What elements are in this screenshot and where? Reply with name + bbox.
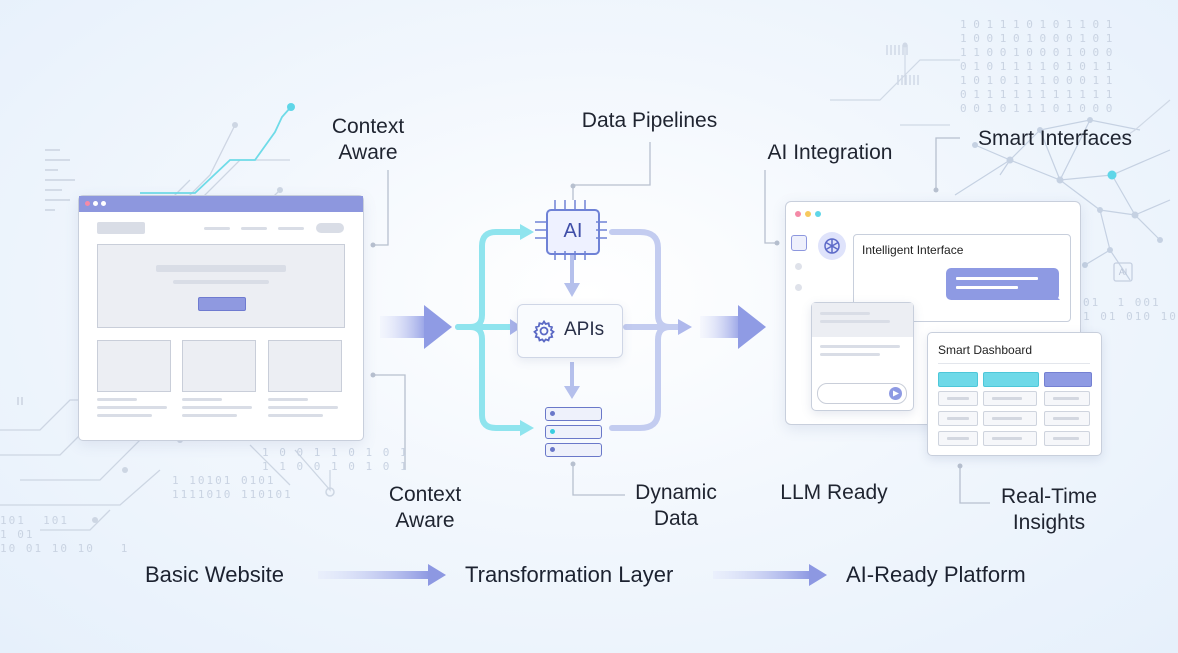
hero-subtitle-line — [173, 280, 269, 284]
close-dot-icon — [85, 201, 90, 206]
sidebar-active-icon — [791, 235, 807, 251]
text-line — [182, 414, 237, 417]
table-cell — [938, 431, 978, 446]
mini-chip-label: AI — [1118, 267, 1128, 277]
data-pipelines-label: Data Pipelines — [581, 109, 718, 132]
nav-link — [241, 227, 267, 230]
content-card — [182, 340, 256, 392]
text-line — [268, 398, 308, 401]
binary-top-right: 1 0 1 1 1 0 1 0 1 1 0 1 1 0 0 1 0 1 0 0 … — [960, 18, 1113, 115]
stage-basic-website: Basic Website — [145, 562, 284, 587]
table-cell — [938, 391, 978, 406]
text-line — [268, 414, 323, 417]
table-cell — [1044, 411, 1090, 426]
smart-dashboard-panel: Smart Dashboard — [927, 332, 1102, 456]
table-cell — [983, 411, 1037, 426]
ai-chip-icon: AI — [546, 209, 600, 255]
table-cell — [1044, 391, 1090, 406]
database-server-icon — [545, 443, 602, 457]
intelligent-interface-title: Intelligent Interface — [862, 243, 964, 257]
ai-assistant-avatar-icon — [818, 232, 846, 260]
minimize-dot-icon — [93, 201, 98, 206]
chip-pins-icon — [535, 200, 607, 260]
text-line — [182, 398, 222, 401]
llm-ready-label: LLM Ready — [780, 481, 888, 504]
binary-far-right: 01 1 001 1 01 010 10 — [1083, 296, 1178, 323]
content-card — [268, 340, 342, 392]
chat-panel — [811, 302, 914, 411]
text-line — [97, 398, 137, 401]
binary-left-edge: 101 101 1 01 10 01 10 10 1 — [0, 514, 130, 555]
hero-cta-button — [198, 297, 246, 311]
maximize-dot-icon — [815, 211, 821, 217]
apis-label: APIs — [564, 319, 605, 340]
gear-icon — [533, 319, 555, 343]
metric-bar — [938, 372, 978, 387]
hero-section — [97, 244, 345, 328]
binary-right-block: 1 0 0 1 1 0 1 0 1 1 1 0 0 1 0 1 0 1 — [262, 446, 409, 473]
text-line — [97, 406, 167, 409]
chat-bubble — [946, 268, 1060, 300]
nav-link — [204, 227, 230, 230]
table-cell — [983, 391, 1037, 406]
nav-button — [316, 223, 344, 233]
nav-link — [278, 227, 304, 230]
stage-ai-ready-platform: AI-Ready Platform — [846, 562, 1026, 587]
smart-interfaces-label: Smart Interfaces — [977, 127, 1133, 150]
text-line — [820, 353, 880, 356]
metric-bar — [983, 372, 1039, 387]
content-card — [97, 340, 171, 392]
text-line — [268, 406, 338, 409]
database-server-icon — [545, 407, 602, 421]
table-cell — [938, 411, 978, 426]
text-line — [97, 414, 152, 417]
window-titlebar — [79, 196, 363, 212]
table-cell — [1044, 431, 1090, 446]
maximize-dot-icon — [101, 201, 106, 206]
sidebar-dot-icon — [795, 263, 802, 270]
sidebar-dot-icon — [795, 284, 802, 291]
ai-chip-label: AI — [563, 220, 583, 242]
text-line — [182, 406, 252, 409]
table-cell — [983, 431, 1037, 446]
close-dot-icon — [795, 211, 801, 217]
intelligent-interface-panel: Intelligent Interface — [853, 234, 1071, 322]
smart-dashboard-title: Smart Dashboard — [938, 343, 1033, 357]
stage-transformation-layer: Transformation Layer — [465, 562, 674, 587]
hero-title-line — [156, 265, 286, 272]
text-line — [820, 312, 870, 315]
basic-website-window — [78, 195, 364, 441]
database-server-icon — [545, 425, 602, 439]
send-icon — [889, 387, 902, 400]
metric-bar — [1044, 372, 1092, 387]
chat-input — [817, 383, 907, 404]
text-line — [820, 345, 900, 348]
mini-chip-icon — [1113, 262, 1133, 282]
minimize-dot-icon — [805, 211, 811, 217]
binary-left-block: 1 10101 0101 1111010 110101 — [172, 474, 293, 501]
apis-box: APIs — [517, 304, 623, 358]
ai-integration-label: AI Integration — [767, 141, 893, 164]
text-line — [820, 320, 890, 323]
logo-placeholder — [97, 222, 145, 234]
